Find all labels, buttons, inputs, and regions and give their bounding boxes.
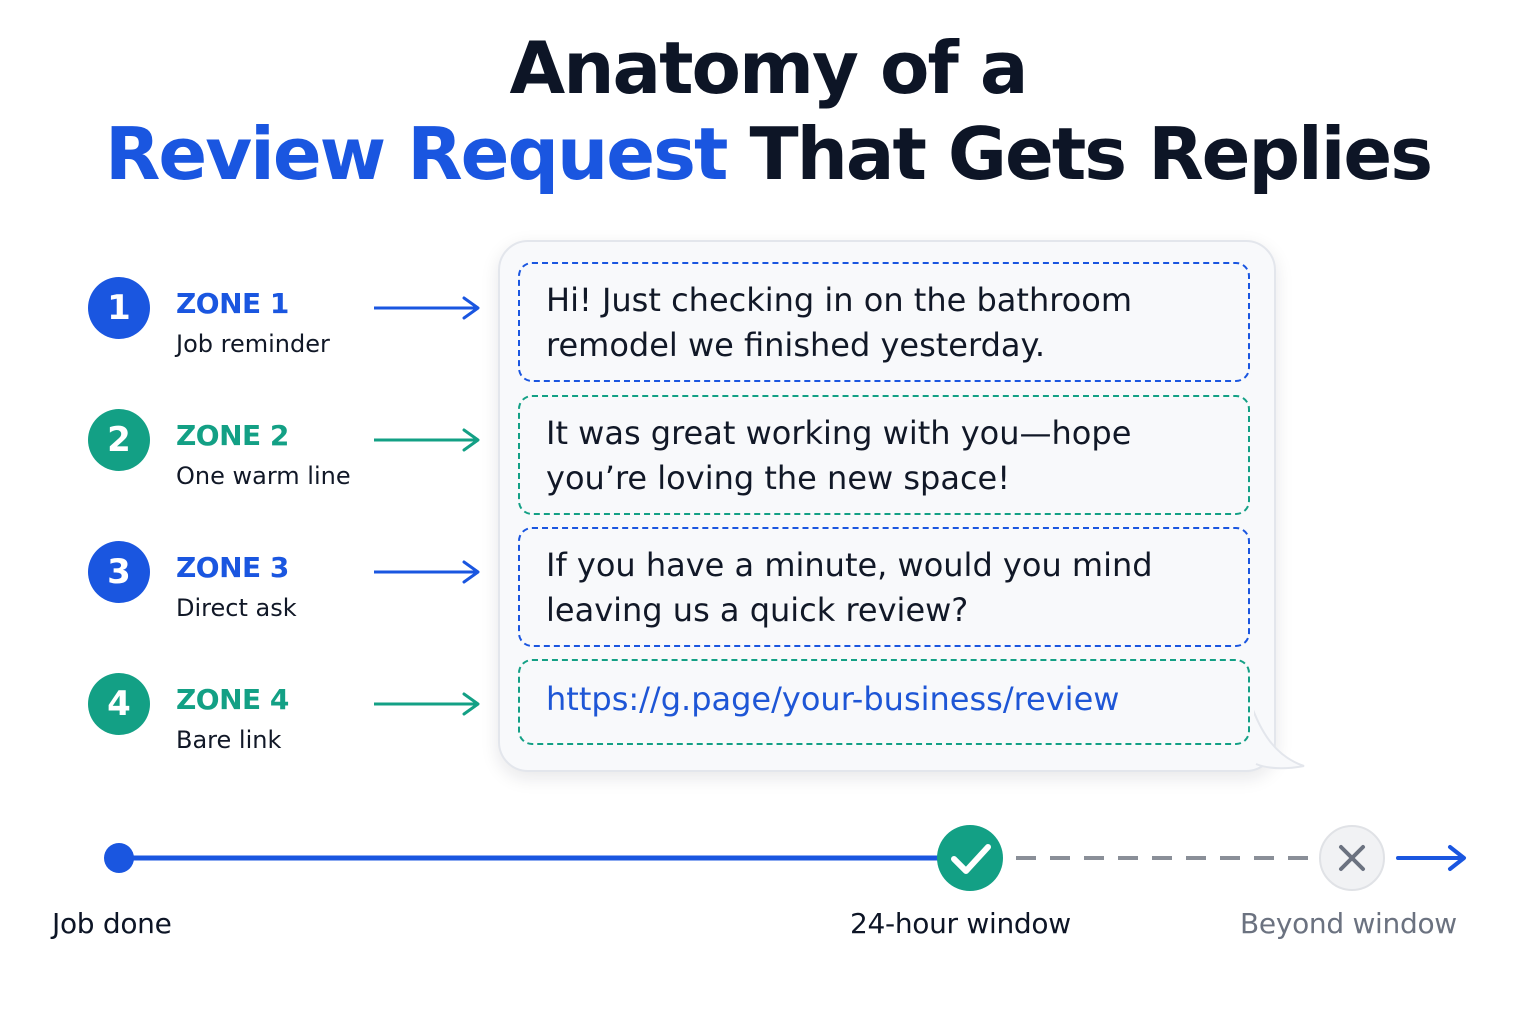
timeline-start-dot xyxy=(104,843,134,873)
zone-1-subtitle: Job reminder xyxy=(176,330,330,358)
zone-2: 2 ZONE 2 One warm line xyxy=(88,409,488,490)
title-line-2: Review Request That Gets Replies xyxy=(0,112,1536,196)
message-bubble xyxy=(498,240,1276,772)
zone-1-title: ZONE 1 xyxy=(176,287,289,320)
message-segment-3: If you have a minute, would you mind lea… xyxy=(518,527,1250,647)
zone-4-subtitle: Bare link xyxy=(176,726,282,754)
zone-3-badge: 3 xyxy=(88,541,150,603)
zone-4-badge: 4 xyxy=(88,673,150,735)
zone-1: 1 ZONE 1 Job reminder xyxy=(88,277,488,358)
title-line-1: Anatomy of a xyxy=(509,26,1029,110)
timeline-beyond-label: Beyond window xyxy=(1240,907,1457,940)
zone-2-title: ZONE 2 xyxy=(176,419,289,452)
timeline-end-arrow-icon xyxy=(1396,845,1466,871)
zone-1-arrow-icon xyxy=(374,296,480,320)
timeline-window-label: 24-hour window xyxy=(850,907,1071,940)
zone-3-subtitle: Direct ask xyxy=(176,594,297,622)
zone-1-badge: 1 xyxy=(88,277,150,339)
zone-3-title: ZONE 3 xyxy=(176,551,289,584)
zone-4-title: ZONE 4 xyxy=(176,683,289,716)
zone-4-arrow-icon xyxy=(374,692,480,716)
zone-2-arrow-icon xyxy=(374,428,480,452)
title-accent: Review Request xyxy=(104,112,728,196)
title-rest: That Gets Replies xyxy=(726,112,1433,196)
bubble-tail xyxy=(1230,700,1305,770)
zone-2-badge: 2 xyxy=(88,409,150,471)
review-link[interactable]: https://g.page/your-business/review xyxy=(518,659,1250,745)
message-segment-1: Hi! Just checking in on the bathroom rem… xyxy=(518,262,1250,382)
message-segment-2: It was great working with you—hope you’r… xyxy=(518,395,1250,515)
timeline-start-label: Job done xyxy=(52,907,172,940)
check-icon xyxy=(937,825,1003,891)
zone-3: 3 ZONE 3 Direct ask xyxy=(88,541,488,622)
zone-4: 4 ZONE 4 Bare link xyxy=(88,673,488,754)
zone-2-subtitle: One warm line xyxy=(176,462,351,490)
x-icon xyxy=(1319,825,1385,891)
zone-3-arrow-icon xyxy=(374,560,480,584)
